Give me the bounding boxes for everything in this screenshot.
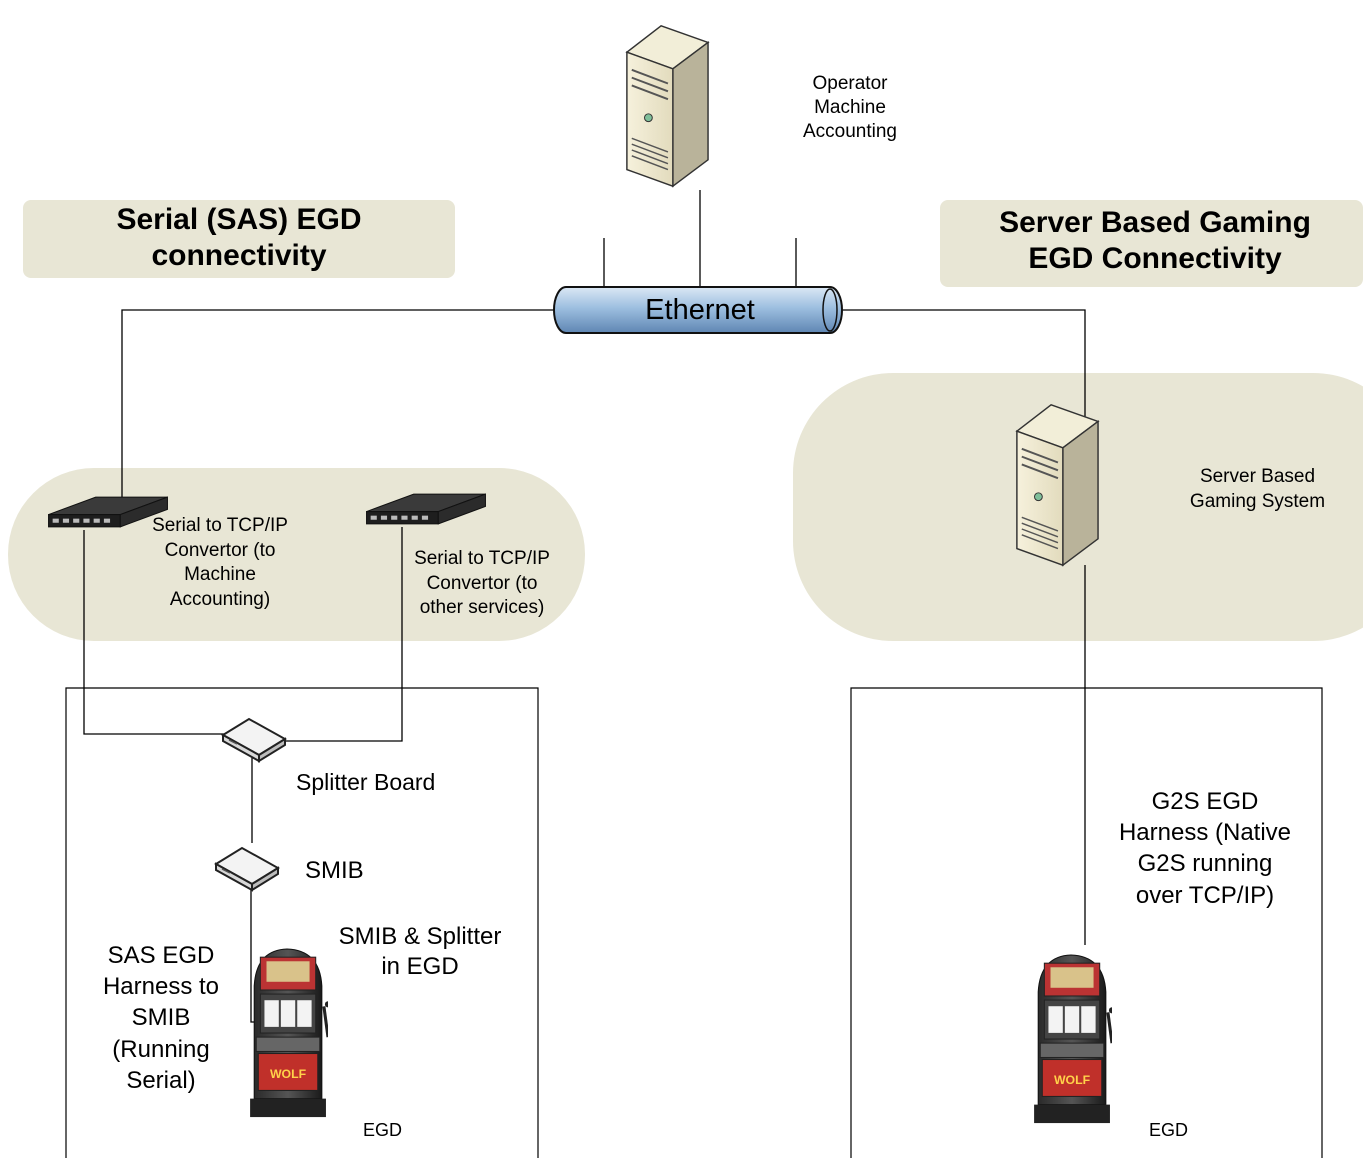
operator-label: Operator Machine Accounting [780, 72, 920, 143]
serial-header-line1: Serial (SAS) EGD [116, 203, 362, 236]
sas-harness-label: SAS EGD Harness to SMIB (Running Serial) [86, 940, 236, 1096]
smib-splitter-line2: in EGD [381, 953, 459, 980]
converter1-line1: Serial to TCP/IP [152, 515, 288, 536]
serial-header-line2: connectivity [151, 239, 327, 272]
smib-label: SMIB [305, 857, 364, 884]
operator-line3: Accounting [802, 120, 897, 142]
serial-header-title: Serial (SAS) EGD connectivity [23, 202, 455, 274]
connection-lines [83, 190, 1086, 1023]
sas-harness-line2: Harness to [102, 973, 220, 1001]
smib-device-icon [215, 847, 279, 891]
sas-harness-line3: SMIB [131, 1004, 191, 1032]
operator-line2: Machine [814, 96, 886, 118]
egd-left-label: EGD [363, 1120, 403, 1140]
sbg-header-line2: EGD Connectivity [1028, 242, 1282, 275]
line-ethernet-to-converter [121, 309, 556, 523]
splitter-label: Splitter Board [296, 769, 436, 795]
converter2-line1: Serial to TCP/IP [414, 548, 550, 569]
converter2-line2: Convertor (to [426, 572, 538, 594]
slot-machine-icon [248, 947, 328, 1119]
egd-enclosure-right [850, 687, 1323, 1158]
sas-harness-line5: Serial) [126, 1066, 196, 1094]
splitter-board-icon [222, 718, 286, 762]
sbg-header-box [940, 200, 1363, 287]
line-converter2-to-splitter [285, 527, 403, 742]
converter1-label: Serial to TCP/IP Convertor (to Machine A… [140, 514, 300, 613]
line-converter1-to-splitter [83, 530, 224, 735]
sas-harness-line1: SAS EGD [107, 942, 215, 969]
g2s-harness-line3: G2S running [1137, 850, 1273, 878]
egd-enclosure-left [65, 687, 539, 1158]
converter1-line2: Convertor (to [164, 539, 276, 561]
sbg-header-line1: Server Based Gaming [999, 206, 1311, 239]
converter1-line4: Accounting) [169, 589, 271, 611]
converter2-label: Serial to TCP/IP Convertor (to other ser… [402, 547, 562, 621]
server-tower-icon [1015, 403, 1100, 567]
server-tower-icon [625, 24, 710, 188]
network-converter-icon [366, 493, 486, 525]
smib-splitter-label: SMIB & Splitter in EGD [320, 922, 520, 982]
sbg-system-line1: Server Based [1199, 466, 1316, 487]
line-ethernet-to-sbg [843, 309, 1086, 430]
egd-right-label: EGD [1149, 1120, 1189, 1140]
smib-splitter-line1: SMIB & Splitter [338, 923, 502, 950]
sas-harness-line4: (Running [112, 1035, 210, 1063]
serial-header-box [23, 200, 455, 278]
g2s-harness-label: G2S EGD Harness (Native G2S running over… [1105, 786, 1305, 911]
sbg-header-title: Server Based Gaming EGD Connectivity [940, 205, 1363, 277]
g2s-harness-line2: Harness (Native [1118, 819, 1292, 847]
slot-machine-icon [1032, 953, 1112, 1125]
g2s-harness-line4: over TCP/IP) [1135, 881, 1275, 909]
g2s-harness-line1: G2S EGD [1151, 788, 1259, 815]
converter2-line3: other services) [419, 597, 545, 619]
ethernet-pipe [553, 286, 843, 334]
sbg-system-label: Server Based Gaming System [1170, 465, 1345, 514]
sbg-system-line2: Gaming System [1189, 490, 1326, 512]
ethernet-label: Ethernet [645, 294, 755, 326]
converter1-line3: Machine [184, 564, 256, 586]
operator-line1: Operator [812, 73, 888, 94]
